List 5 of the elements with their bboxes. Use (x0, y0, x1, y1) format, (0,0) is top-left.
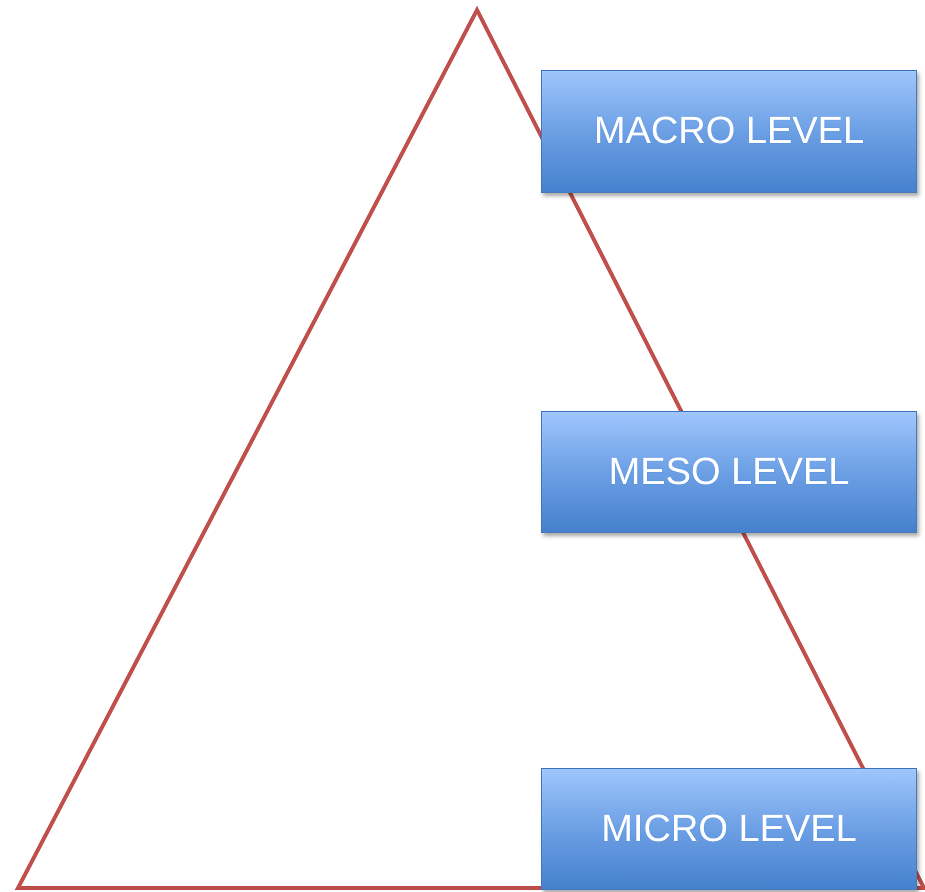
level-box (541, 411, 917, 533)
level-label: MACRO LEVEL (594, 110, 864, 153)
level-box (541, 70, 917, 193)
level-label: MICRO LEVEL (601, 808, 857, 850)
level-label: MESO LEVEL (608, 450, 850, 494)
